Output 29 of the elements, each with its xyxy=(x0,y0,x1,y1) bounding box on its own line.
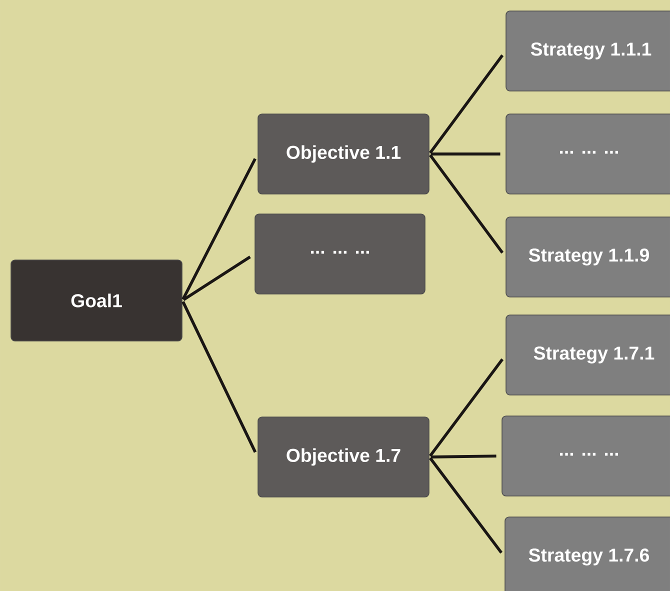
strategy-box xyxy=(506,216,670,298)
box-label: Objective 1.7 xyxy=(286,448,400,466)
box-label: ... ... ... xyxy=(560,452,618,456)
strategy-box xyxy=(506,10,670,92)
box-label: ... ... ... xyxy=(311,250,369,254)
strategy-box xyxy=(506,314,670,396)
strategy-box xyxy=(502,416,670,496)
strategy-box xyxy=(506,114,670,194)
connector-line xyxy=(430,454,496,458)
objective-box xyxy=(258,114,430,194)
objective-box xyxy=(254,214,426,294)
connector-line xyxy=(182,256,251,301)
connector-line xyxy=(429,54,504,154)
box-label: ... ... ... xyxy=(560,150,618,154)
connector-line xyxy=(429,457,503,554)
goal-box xyxy=(10,260,182,342)
box-label: Strategy 1.7.6 xyxy=(528,548,649,566)
box-label: Strategy 1.1.9 xyxy=(528,248,649,266)
box-label: Objective 1.1 xyxy=(286,145,401,163)
objective-box xyxy=(258,416,430,498)
connector-line xyxy=(182,301,257,453)
box-label: Goal1 xyxy=(71,294,122,308)
connector-line xyxy=(182,158,256,300)
connector-line xyxy=(429,154,504,254)
box-label: Strategy 1.1.1 xyxy=(530,42,652,60)
connector-line xyxy=(430,152,500,156)
strategy-box xyxy=(504,516,670,591)
box-label: Strategy 1.7.1 xyxy=(534,346,654,364)
connector-line xyxy=(429,358,504,457)
